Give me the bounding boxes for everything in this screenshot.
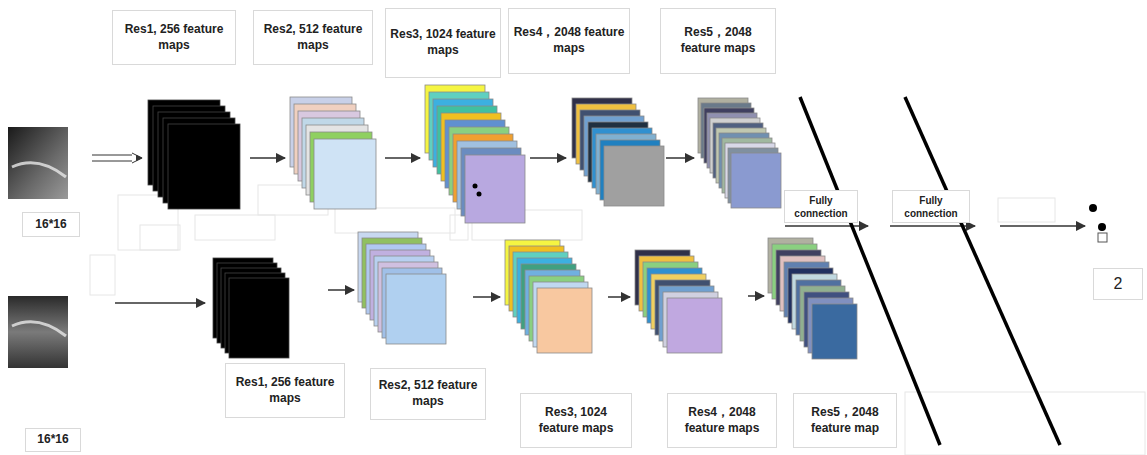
label-box: Res1, 256 feature maps xyxy=(225,363,345,418)
label-box: Res2, 512 feature maps xyxy=(370,368,486,420)
empty-frame xyxy=(998,198,1055,222)
box-text: Res1, 256 feature maps xyxy=(117,22,231,53)
empty-frame xyxy=(90,255,115,295)
box-text: Res3, 1024 feature maps xyxy=(390,27,496,58)
arrow xyxy=(608,296,630,298)
label-box: Res5，2048 feature maps xyxy=(660,8,776,74)
empty-frame xyxy=(335,208,455,233)
res3-maps xyxy=(505,240,592,353)
res1-maps xyxy=(213,258,289,358)
arrow xyxy=(530,157,566,159)
arrows xyxy=(115,158,1085,303)
label-box: Res3, 1024 feature maps xyxy=(385,8,501,78)
arrow xyxy=(115,302,205,304)
box-text: Res5，2048 feature maps xyxy=(665,25,771,56)
box-text: Res5，2048 feature map xyxy=(798,405,892,436)
arrow xyxy=(785,225,868,227)
box-text: Res2, 512 feature maps xyxy=(258,22,368,53)
res4-maps xyxy=(572,98,664,206)
box-text: Res2, 512 feature maps xyxy=(375,378,481,409)
label-box: 16*16 xyxy=(25,428,81,452)
fc-layer-line xyxy=(905,97,1060,445)
box-text: Res3, 1024 feature maps xyxy=(525,405,627,436)
box-text: Fully connection xyxy=(896,194,966,220)
box-text: 16*16 xyxy=(35,217,66,233)
arrow xyxy=(250,157,285,159)
arrow xyxy=(748,295,764,297)
arrow xyxy=(328,289,354,291)
res2-maps xyxy=(358,232,446,344)
res2-maps xyxy=(290,97,376,209)
box-text: 2 xyxy=(1114,274,1123,295)
box-text: Fully connection xyxy=(788,194,854,220)
box-text: 16*16 xyxy=(37,432,68,448)
label-box: Res1, 256 feature maps xyxy=(112,10,236,65)
arrow xyxy=(473,296,500,298)
input-image xyxy=(8,296,68,368)
empty-frame xyxy=(195,215,275,240)
input-image xyxy=(8,127,68,199)
label-box: Res4，2048 feature maps xyxy=(508,8,630,74)
arrow xyxy=(1000,225,1085,227)
label-box: Res4，2048 feature maps xyxy=(667,393,777,448)
label-box: Fully connection xyxy=(892,190,970,223)
res4-maps xyxy=(635,250,722,353)
label-box: Res2, 512 feature maps xyxy=(253,10,373,65)
double-arrow xyxy=(92,153,142,163)
label-box: Res5，2048 feature map xyxy=(793,393,897,448)
box-text: Res4，2048 feature maps xyxy=(513,25,625,56)
empty-frames xyxy=(90,185,1145,455)
res5-maps xyxy=(768,238,857,359)
label-box: 2 xyxy=(1093,268,1143,300)
res1-maps xyxy=(148,100,240,209)
arrow xyxy=(385,157,420,159)
res5-maps xyxy=(698,98,781,208)
label-box: Res3, 1024 feature maps xyxy=(520,393,632,448)
res3-maps xyxy=(425,85,525,223)
box-text: Res4，2048 feature maps xyxy=(672,405,772,436)
label-box: 16*16 xyxy=(22,212,80,237)
label-box: Fully connection xyxy=(784,190,858,223)
box-text: Res1, 256 feature maps xyxy=(230,375,340,406)
empty-frame xyxy=(140,225,180,250)
arrow xyxy=(666,157,694,159)
output-units xyxy=(1089,204,1107,242)
empty-frame xyxy=(905,392,1145,455)
